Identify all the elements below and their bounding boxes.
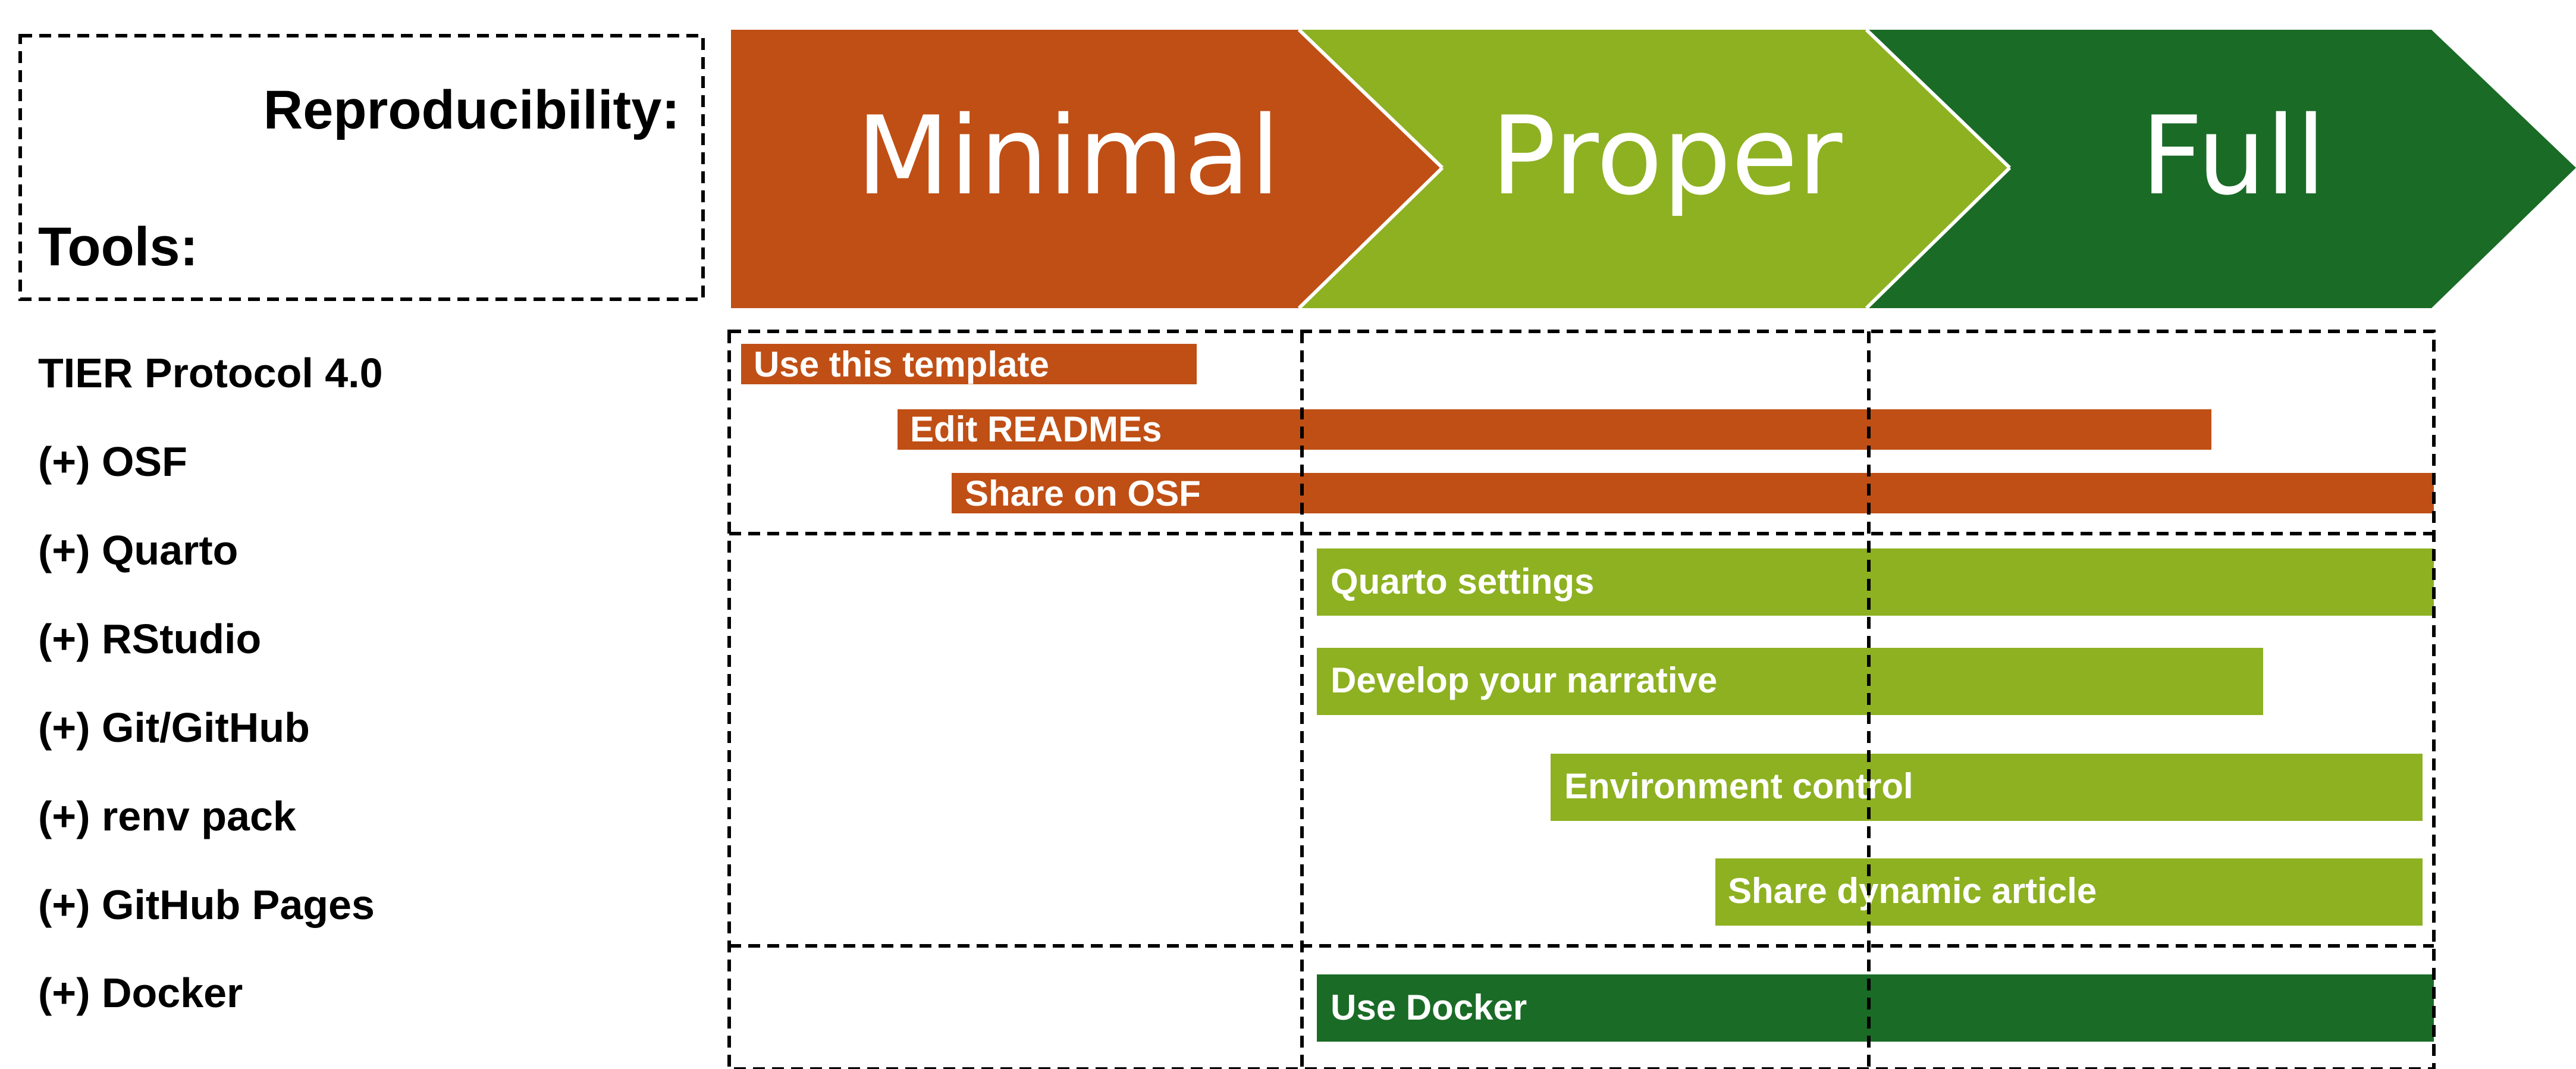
task-label-share-dynamic-article: Share dynamic article <box>1728 871 2097 911</box>
task-bar-use-template <box>741 344 1197 384</box>
chevron-divider-1 <box>1297 28 1444 170</box>
tool-github-pages: (+) GitHub Pages <box>38 882 375 928</box>
task-bar-share-osf <box>952 473 2434 513</box>
grid-outer-border <box>727 330 2436 1069</box>
stage-chevron-proper <box>1299 30 2010 308</box>
tools-list: TIER Protocol 4.0 (+) OSF (+) Quarto (+)… <box>38 350 383 1016</box>
tool-git-github: (+) Git/GitHub <box>38 704 310 751</box>
tool-renv-pack: (+) renv pack <box>38 793 296 839</box>
stage-label-proper: Proper <box>1491 93 1842 219</box>
task-label-use-template: Use this template <box>754 344 1049 384</box>
task-label-develop-narrative: Develop your narrative <box>1331 660 1717 700</box>
stage-label-full: Full <box>2141 93 2326 219</box>
task-bar-quarto-settings <box>1317 548 2434 616</box>
task-bars: Use this template Edit READMEs Share on … <box>741 344 2434 1042</box>
reproducibility-label: Reproducibility: <box>263 80 680 140</box>
header-legend-box <box>18 34 705 301</box>
task-bar-use-docker <box>1317 974 2434 1042</box>
task-label-environment-control: Environment control <box>1564 766 1913 806</box>
chevron-divider-2 <box>1297 166 1444 310</box>
task-label-share-osf: Share on OSF <box>965 474 1201 513</box>
stage-chevron-minimal <box>731 30 1442 308</box>
tool-rstudio: (+) RStudio <box>38 616 261 662</box>
task-bar-develop-narrative <box>1317 648 2263 715</box>
stage-arrows <box>731 28 2576 310</box>
task-bar-environment-control <box>1551 754 2423 821</box>
tool-tier-protocol: TIER Protocol 4.0 <box>38 350 383 396</box>
tool-osf: (+) OSF <box>38 438 187 485</box>
task-label-use-docker: Use Docker <box>1331 988 1527 1027</box>
task-bar-share-dynamic-article <box>1715 858 2423 926</box>
task-label-quarto-settings: Quarto settings <box>1331 562 1594 601</box>
dashed-grid <box>727 330 2436 1069</box>
stage-label-minimal: Minimal <box>856 93 1281 219</box>
tool-docker: (+) Docker <box>38 970 243 1016</box>
tools-label: Tools: <box>38 217 198 277</box>
stage-chevron-full <box>1866 30 2576 308</box>
tool-quarto: (+) Quarto <box>38 527 238 573</box>
chevron-divider-3 <box>1865 28 2012 170</box>
task-label-edit-readmes: Edit READMEs <box>910 409 1162 449</box>
chevron-divider-4 <box>1865 166 2012 310</box>
task-bar-edit-readmes <box>898 409 2211 450</box>
